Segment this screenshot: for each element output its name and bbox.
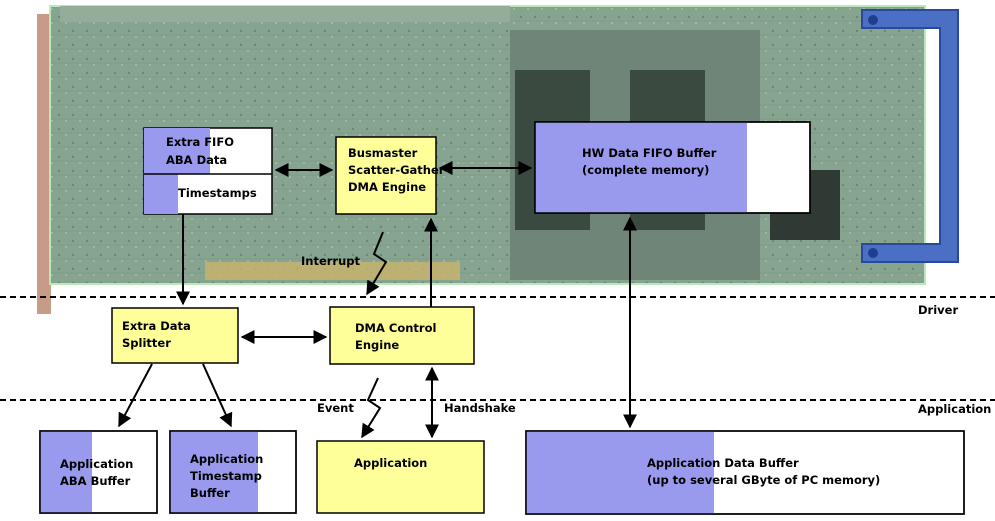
extra-splitter-line1: Extra Data: [122, 319, 191, 333]
extra-splitter-line2: Splitter: [122, 336, 171, 350]
app-timestamp-line2: Timestamp: [190, 469, 262, 483]
app-timestamp-line1: Application: [190, 452, 263, 466]
interrupt-lightning: [366, 231, 388, 296]
app-aba-box: Application ABA Buffer: [39, 430, 158, 514]
hw-fifo-box: HW Data FIFO Buffer (complete memory): [534, 121, 811, 214]
timestamps-label: Timestamps: [178, 186, 257, 200]
dma-control-line2: Engine: [355, 338, 399, 352]
arrows: [118, 161, 637, 439]
arrow-splitter-aba: [118, 363, 153, 428]
app-aba-line1: Application: [60, 457, 133, 471]
extra-fifo-line2: ABA Data: [166, 153, 227, 167]
event-lightning: [361, 377, 382, 439]
busmaster-box: Busmaster Scatter-Gather DMA Engine: [335, 136, 445, 215]
app-aba-line2: ABA Buffer: [60, 474, 131, 488]
app-data-line1: Application Data Buffer: [647, 456, 799, 470]
dma-control-box: DMA Control Engine: [329, 306, 475, 365]
busmaster-line1: Busmaster: [348, 146, 418, 160]
board-handle: [861, 9, 959, 263]
busmaster-line2: Scatter-Gather: [348, 163, 445, 177]
application-box: Application: [316, 440, 485, 514]
hw-fifo-line2: (complete memory): [582, 163, 709, 177]
interrupt-label: Interrupt: [301, 254, 361, 268]
bracket: [37, 14, 51, 314]
application-layer-label: Application: [918, 402, 991, 416]
app-timestamp-box: Application Timestamp Buffer: [169, 430, 297, 514]
app-timestamp-line3: Buffer: [190, 486, 230, 500]
board-top-strip: [60, 6, 510, 22]
arrow-splitter-timestamp: [202, 363, 233, 428]
gold-fingers: [205, 262, 460, 280]
handshake-label: Handshake: [444, 401, 516, 415]
app-data-box: Application Data Buffer (up to several G…: [525, 430, 965, 515]
extra-splitter-box: Extra Data Splitter: [111, 307, 239, 364]
hw-fifo-line1: HW Data FIFO Buffer: [582, 146, 717, 160]
driver-label: Driver: [918, 303, 958, 317]
dma-control-line1: DMA Control: [355, 321, 436, 335]
handle-screw: [868, 15, 878, 25]
extra-fifo-box: Extra FIFO ABA Data Timestamps: [143, 127, 273, 215]
busmaster-line3: DMA Engine: [348, 180, 426, 194]
application-label: Application: [354, 456, 427, 470]
event-label: Event: [317, 401, 354, 415]
handle-screw: [868, 248, 878, 258]
extra-fifo-line1: Extra FIFO: [166, 135, 234, 149]
app-data-line2: (up to several GByte of PC memory): [647, 473, 880, 487]
